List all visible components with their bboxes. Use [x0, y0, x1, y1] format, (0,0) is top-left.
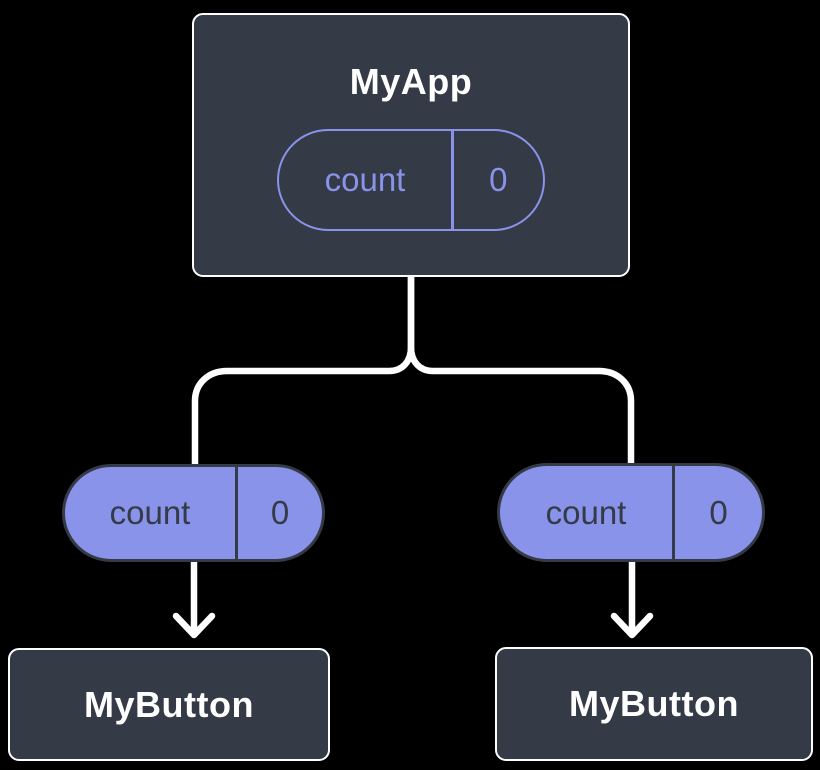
- app-node: MyApp count 0: [192, 13, 630, 277]
- state-name-label: count: [324, 161, 406, 198]
- pill-divider: [235, 467, 238, 559]
- arrow-head-left-icon: [172, 612, 216, 639]
- branch-path-right: [407, 272, 635, 470]
- pill-divider: [672, 466, 675, 559]
- button-node-title: MyButton: [84, 683, 254, 725]
- prop-value: 0: [270, 494, 290, 531]
- prop-pill-right: count 0: [497, 463, 765, 562]
- prop-name-label: count: [109, 494, 191, 531]
- prop-value: 0: [709, 493, 728, 531]
- pill-divider: [451, 131, 454, 229]
- button-node-title: MyButton: [569, 683, 739, 724]
- button-node-left: MyButton: [8, 648, 330, 761]
- prop-pill-left: count 0: [62, 464, 325, 562]
- prop-name-label: count: [545, 493, 627, 531]
- app-node-title: MyApp: [349, 61, 473, 102]
- arrow-head-right-icon: [610, 612, 654, 639]
- state-pill: count 0: [277, 129, 545, 231]
- button-node-right: MyButton: [495, 647, 813, 761]
- state-value: 0: [489, 161, 508, 198]
- branch-path-left: [191, 272, 415, 470]
